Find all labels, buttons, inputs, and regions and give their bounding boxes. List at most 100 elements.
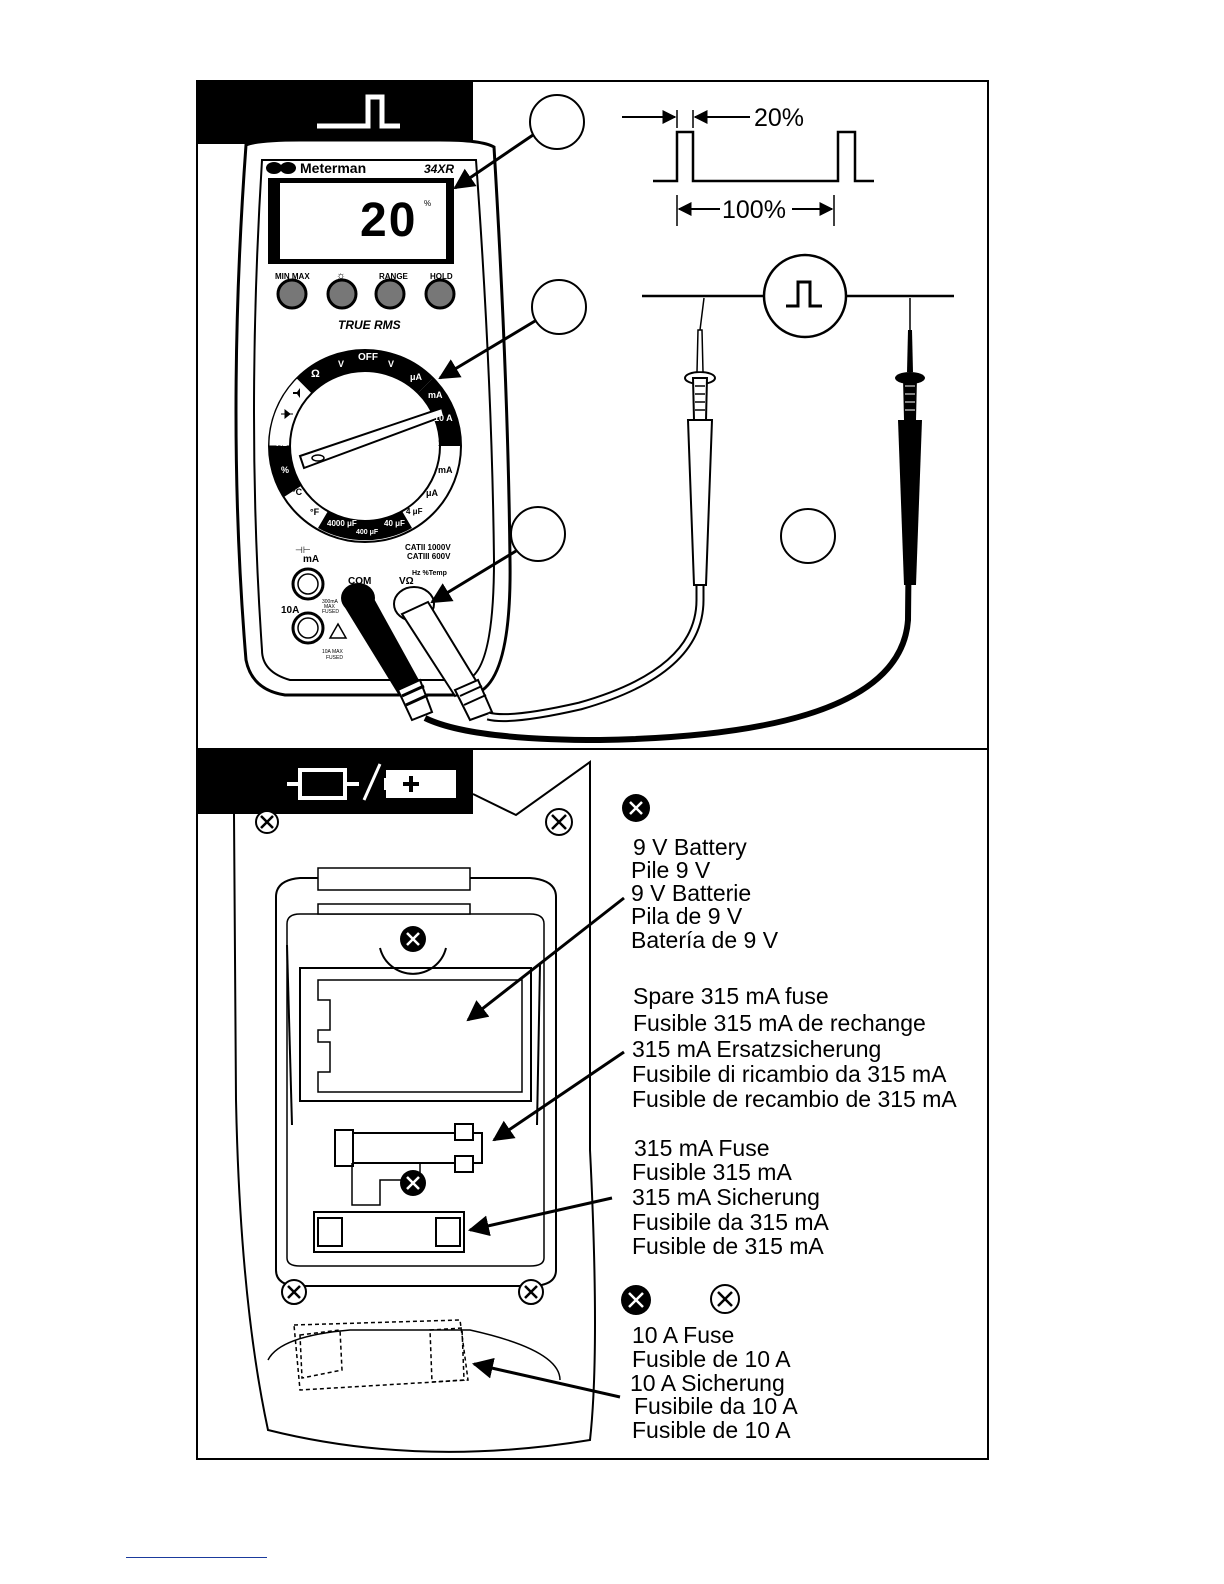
9v-battery — [317, 979, 523, 1093]
battery-label: 9 V Battery — [633, 834, 747, 860]
filled-screw-icon — [400, 1170, 426, 1196]
jack-ma-fuse-2: MAX — [324, 604, 336, 610]
fuse-315-leader-arrow — [467, 1196, 613, 1237]
filled-screw-icon — [400, 926, 426, 952]
step-callout-4 — [780, 508, 836, 564]
black-probe-plug — [341, 583, 434, 722]
dial-v-dc: V — [388, 359, 394, 369]
jack-10a-fuse-1: 10A MAX — [322, 649, 344, 655]
dial-deg-c: °C — [292, 487, 303, 497]
jack-ma-fuse-1: 300mA — [322, 599, 339, 605]
duty-percent-label: 20% — [754, 104, 804, 132]
dial-4uf: 4 μF — [406, 507, 423, 516]
button-label-backlight: ☼ — [336, 270, 346, 282]
cat-rating-ii: CATII 1000V — [405, 543, 451, 552]
dial-continuity-icon — [293, 388, 300, 398]
battery-leader-arrow — [466, 896, 625, 1022]
duty-cycle-waveform: 20% 100% — [622, 104, 874, 226]
model-number: 34XR — [424, 162, 454, 176]
screw-icon — [518, 1279, 544, 1305]
fuse-10a-label: 10 A Fuse — [632, 1322, 735, 1348]
red-test-lead — [486, 420, 705, 723]
hold-button[interactable] — [424, 278, 456, 310]
black-test-lead — [423, 419, 913, 744]
spare-fuse-label: Fusible 315 mA de rechange — [633, 1010, 926, 1036]
step-callout-2 — [531, 279, 587, 335]
fuse-10a-label: Fusible de 10 A — [632, 1346, 791, 1372]
lcd-unit: % — [424, 199, 431, 208]
jack-vo-label: VΩ — [399, 576, 414, 587]
dial-ohm: Ω — [311, 368, 320, 380]
dial-ma-ac: mA — [438, 465, 453, 475]
spare-fuse-label: Fusibile di ricambio da 315 mA — [632, 1061, 947, 1087]
dial-40uf: 40 μF — [384, 519, 405, 528]
screw-icon — [710, 1284, 740, 1314]
black-probe — [895, 298, 925, 585]
pulse-function-icon — [317, 94, 400, 129]
spare-fuse-label: Spare 315 mA fuse — [633, 983, 829, 1009]
dial-ma-dc: mA — [428, 390, 443, 400]
filled-screw-icon — [622, 794, 650, 822]
capacitor-jack-icon: ⊣⊢ — [295, 545, 311, 555]
filled-screw-icon — [621, 1285, 651, 1315]
screw-icon — [255, 810, 279, 834]
button-label-min-max: MIN MAX — [275, 272, 310, 281]
dial-10a-ac: 10 A — [438, 438, 457, 448]
fuse-10a-label: Fusible de 10 A — [632, 1417, 791, 1443]
jack-ma-label: mA — [303, 554, 319, 565]
fuse-315-label: 315 mA Fuse — [634, 1135, 770, 1161]
step-callout-1 — [529, 94, 585, 150]
jack-vo-extra: Hz %Temp — [412, 570, 447, 577]
dial-percent: % — [281, 465, 289, 475]
fuse-10a-label: 10 A Sicherung — [630, 1370, 785, 1396]
dial-ua-dc: μA — [410, 372, 423, 382]
dial-deg-f: °F — [310, 507, 320, 517]
fuse-315-label: Fusible 315 mA — [632, 1159, 792, 1185]
slash-divider — [362, 763, 382, 801]
lcd-reading: 20 — [360, 194, 417, 247]
battery-label: Batería de 9 V — [631, 927, 779, 953]
multimeter: Meterman 34XR 20 % MIN MAX ☼ RANGE HOLD … — [234, 138, 512, 697]
screw-icon — [281, 1279, 307, 1305]
fuse-315-label: Fusible de 315 mA — [632, 1233, 824, 1259]
dial-off: OFF — [358, 352, 378, 363]
battery-label: 9 V Batterie — [631, 880, 752, 906]
pulse-source-symbol — [762, 253, 848, 339]
cat-rating-iii: CATIII 600V — [407, 552, 451, 561]
step-callout-3 — [510, 506, 566, 562]
red-probe-plug — [393, 586, 494, 722]
dial-10a-dc: 10 A — [434, 413, 453, 423]
spare-fuse-label: Fusible de recambio de 315 mA — [632, 1086, 957, 1112]
period-percent-label: 100% — [722, 196, 786, 224]
button-label-range: RANGE — [379, 272, 409, 281]
backlight-button[interactable] — [326, 278, 358, 310]
pulse-source-icon — [786, 280, 822, 308]
dial-4000uf: 4000 μF — [327, 519, 357, 528]
dial-400uf: 400 μF — [356, 529, 379, 536]
screw-icon — [545, 808, 573, 836]
jack-10a-label: 10A — [281, 605, 299, 616]
duty-cycle-panel: Meterman 34XR 20 % MIN MAX ☼ RANGE HOLD … — [196, 80, 989, 750]
true-rms-label: TRUE RMS — [338, 318, 401, 332]
fuse-10a-label: Fusibile da 10 A — [634, 1393, 798, 1419]
jack-com-label: COM — [348, 576, 371, 587]
dial-hz: Hz — [276, 438, 287, 448]
spare-fuse-label: 315 mA Ersatzsicherung — [632, 1036, 882, 1062]
fuse-battery-panel — [196, 748, 989, 1460]
min-max-button[interactable] — [276, 278, 308, 310]
dial-ua-ac: μA — [426, 488, 439, 498]
range-button[interactable] — [374, 278, 406, 310]
rotary-selector[interactable]: OFF V V Ω μA mA 10 A 10 A mA μA 4 μF 40 … — [268, 349, 462, 543]
fuse-10a-leader-arrow — [471, 1357, 621, 1399]
lcd-screen — [280, 183, 446, 259]
jack-ma-fuse-3: FUSED — [322, 609, 339, 615]
selector-knob-pointer[interactable] — [298, 406, 446, 470]
spare-fuse-leader-arrow — [492, 1050, 625, 1142]
dial-diode-icon — [281, 408, 293, 420]
battery-label: Pile 9 V — [631, 857, 711, 883]
jack-10a-fuse-2: FUSED — [326, 655, 343, 661]
battery-icon — [384, 770, 456, 798]
fuse-315-label: 315 mA Sicherung — [632, 1184, 820, 1210]
battery-label: Pila de 9 V — [631, 903, 743, 929]
